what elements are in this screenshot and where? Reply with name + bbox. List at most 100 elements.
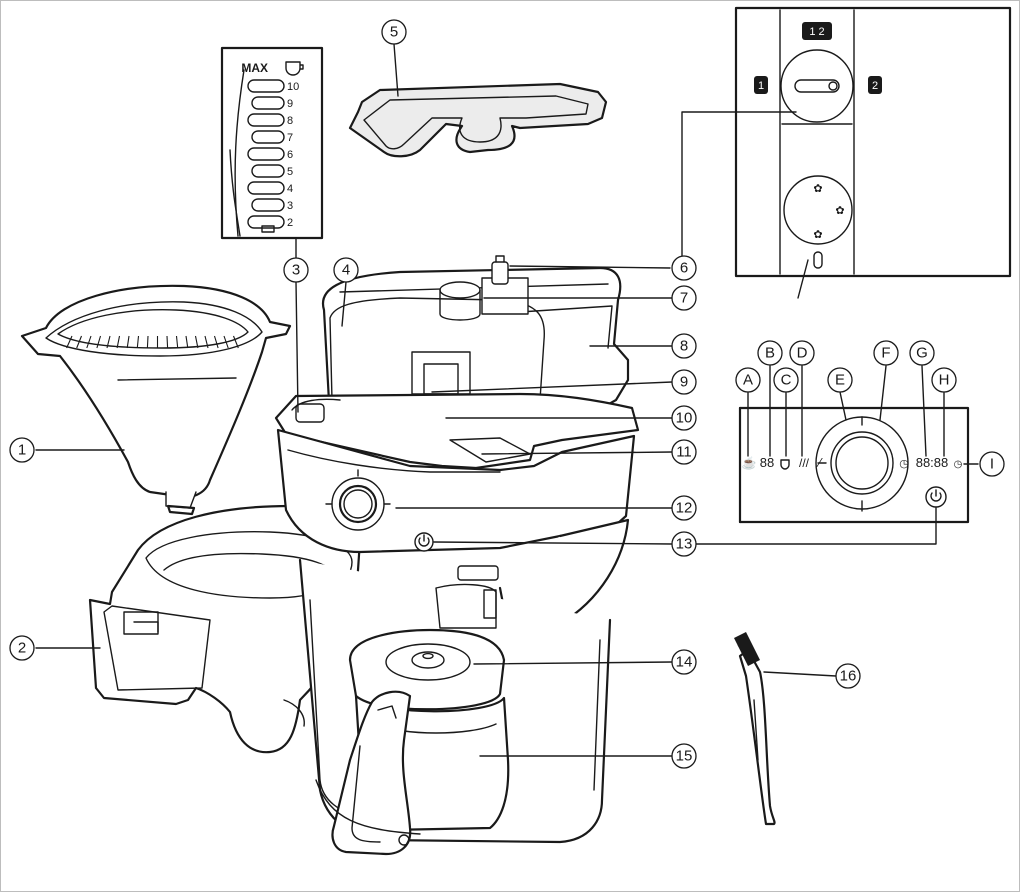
callout-3: 3 bbox=[283, 257, 309, 283]
svg-text:4: 4 bbox=[342, 262, 350, 279]
filter-rib bbox=[175, 335, 179, 349]
callout-9: 9 bbox=[671, 369, 697, 395]
svg-text:6: 6 bbox=[680, 260, 688, 277]
gauge-level-label: 2 bbox=[287, 217, 293, 229]
coffee-maker-body bbox=[274, 255, 640, 856]
svg-text:E: E bbox=[835, 372, 845, 389]
gauge-level-label: 9 bbox=[287, 98, 293, 110]
svg-text:I: I bbox=[990, 456, 994, 473]
svg-text:5: 5 bbox=[390, 24, 398, 41]
svg-text:2: 2 bbox=[18, 640, 26, 657]
callout-D: D bbox=[789, 340, 815, 366]
svg-text:2: 2 bbox=[872, 80, 878, 92]
svg-text:14: 14 bbox=[676, 654, 693, 671]
filter-rib bbox=[194, 335, 199, 349]
gauge-level-label: 8 bbox=[287, 115, 293, 127]
cup-icon bbox=[285, 61, 304, 76]
callout-5: 5 bbox=[381, 19, 407, 45]
svg-text:9: 9 bbox=[680, 374, 688, 391]
callout-F: F bbox=[873, 340, 899, 366]
grind-icon: ✿ bbox=[835, 205, 844, 217]
filter-rib bbox=[106, 335, 111, 349]
gauge-level-label: 5 bbox=[287, 166, 293, 178]
callout-15: 15 bbox=[671, 743, 697, 769]
filter-rib bbox=[76, 335, 83, 349]
callout-2: 2 bbox=[9, 635, 35, 661]
callout-E: E bbox=[827, 367, 853, 393]
svg-text:D: D bbox=[797, 345, 808, 362]
callout-1: 1 bbox=[9, 437, 35, 463]
power-button[interactable] bbox=[414, 532, 434, 552]
water-tank-lid bbox=[348, 82, 608, 158]
gauge-level-mark bbox=[247, 113, 285, 127]
gauge-level-mark bbox=[251, 164, 285, 178]
svg-text:11: 11 bbox=[676, 444, 692, 461]
svg-text:3: 3 bbox=[292, 262, 300, 279]
cleaning-brush bbox=[734, 632, 776, 826]
callout-7: 7 bbox=[671, 285, 697, 311]
svg-text:C: C bbox=[781, 372, 792, 389]
svg-text:15: 15 bbox=[676, 748, 693, 765]
callout-G: G bbox=[909, 340, 935, 366]
bean-icon: ☕ bbox=[742, 455, 757, 470]
filter-rib bbox=[213, 335, 219, 349]
filter-rib bbox=[232, 335, 239, 349]
filter-rib bbox=[86, 335, 92, 349]
power-icon bbox=[930, 489, 942, 502]
selector-badge-right bbox=[868, 76, 882, 94]
gauge-level-label: 7 bbox=[287, 132, 293, 144]
callout-H: H bbox=[931, 367, 957, 393]
strength-display: 88 bbox=[760, 455, 774, 470]
grind-strength-icons: /// bbox=[799, 456, 810, 470]
callout-16: 16 bbox=[835, 663, 861, 689]
callout-12: 12 bbox=[671, 495, 697, 521]
svg-text:1: 1 bbox=[758, 80, 764, 92]
gauge-level-mark bbox=[251, 130, 285, 144]
callout-C: C bbox=[773, 367, 799, 393]
svg-text:7: 7 bbox=[680, 290, 688, 307]
gauge-level-mark bbox=[247, 147, 285, 161]
power-icon bbox=[418, 534, 430, 547]
filter-rib bbox=[223, 335, 229, 349]
filter-rib bbox=[166, 335, 169, 349]
filter-rib bbox=[116, 335, 121, 349]
callout-14: 14 bbox=[671, 649, 697, 675]
svg-text:16: 16 bbox=[840, 668, 857, 685]
selector-inset: ✿ ✿ ✿ 1 2 1 2 bbox=[734, 6, 1012, 278]
cup-icon bbox=[261, 225, 275, 233]
grind-icon: ✿ bbox=[813, 183, 822, 195]
control-panel-inset: ☕ 88 /// ⁄ ◷ 88:88 ◷ bbox=[738, 406, 970, 524]
gauge-level-mark bbox=[247, 181, 285, 195]
filter-rib bbox=[96, 335, 102, 349]
svg-text:1 2: 1 2 bbox=[809, 26, 824, 38]
gauge-level-label: 4 bbox=[287, 183, 293, 195]
svg-text:10: 10 bbox=[676, 410, 693, 427]
gauge-max-label: MAX bbox=[241, 61, 268, 75]
callout-I: I bbox=[979, 451, 1005, 477]
gauge-level-mark bbox=[247, 215, 285, 229]
time-display: 88:88 bbox=[916, 455, 949, 470]
callout-10: 10 bbox=[671, 405, 697, 431]
leader-lines bbox=[35, 43, 979, 757]
clock-icon: ◷ bbox=[954, 459, 963, 470]
svg-text:G: G bbox=[916, 345, 928, 362]
filter-rib bbox=[146, 335, 149, 349]
callout-8: 8 bbox=[671, 333, 697, 359]
svg-text:F: F bbox=[881, 345, 890, 362]
callout-13: 13 bbox=[671, 531, 697, 557]
svg-text:1: 1 bbox=[18, 442, 26, 459]
svg-text:A: A bbox=[743, 372, 753, 389]
gauge-level-label: 10 bbox=[287, 81, 299, 93]
clock-icon: ◷ bbox=[899, 458, 909, 470]
grind-icon: ✿ bbox=[813, 229, 822, 241]
filter-holder bbox=[20, 284, 292, 516]
callout-4: 4 bbox=[333, 257, 359, 283]
svg-text:B: B bbox=[765, 345, 775, 362]
filter-rib bbox=[126, 335, 130, 349]
filter-rib bbox=[185, 335, 189, 349]
filter-rib bbox=[204, 335, 209, 349]
gauge-level-label: 6 bbox=[287, 149, 293, 161]
gauge-level-mark bbox=[247, 79, 285, 93]
